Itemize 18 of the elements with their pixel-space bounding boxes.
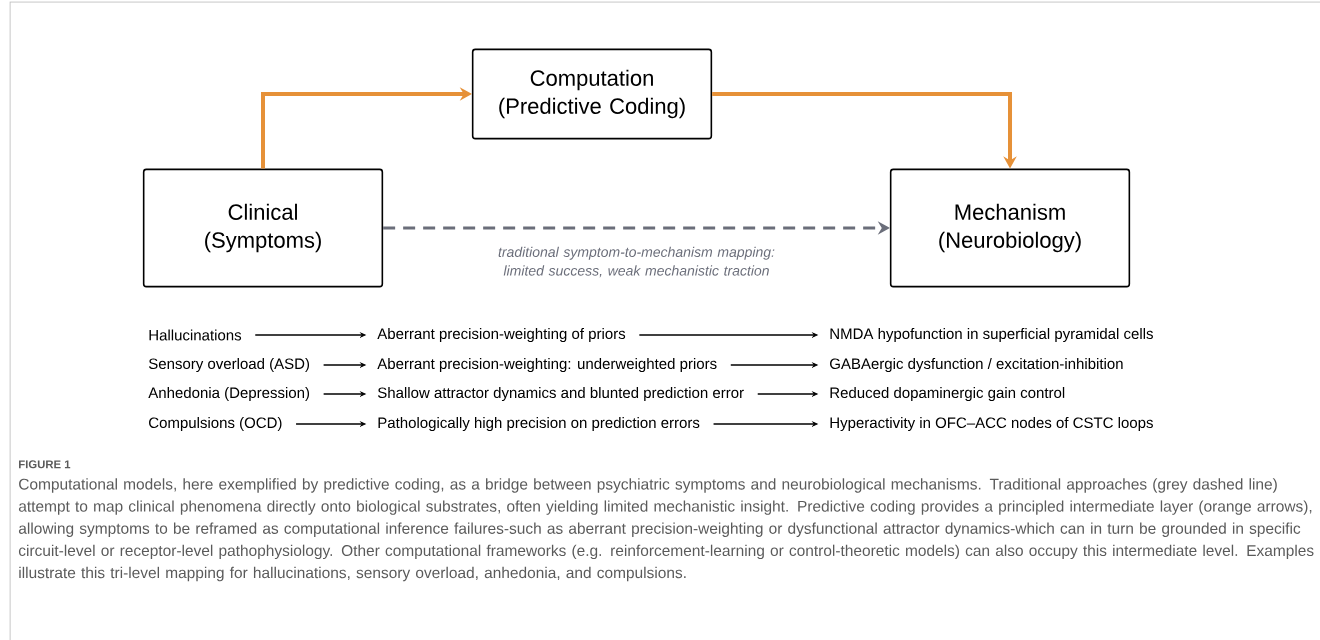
edge-label: traditional symptom-to-mechanism mapping: limited success, weak mechanistic traction xyxy=(498,246,775,278)
row-text: Shallow attractor dynamics and blunted prediction error xyxy=(377,387,744,401)
row-text: Sensory overload (ASD) xyxy=(148,358,310,372)
row-text: Compulsions (OCD) xyxy=(149,417,282,431)
box: Clinical (Symptoms) xyxy=(142,168,384,288)
box: Computation (Predictive Coding) xyxy=(471,48,713,140)
row-text: NMDA hypofunction in superficial pyramidal cells xyxy=(830,328,1153,342)
row-text: Hyperactivity in OFC–ACC nodes of CSTC loops xyxy=(830,417,1153,431)
row-text: Aberrant precision-weighting of priors xyxy=(377,328,626,342)
row-text: Anhedonia (Depression) xyxy=(148,387,310,401)
figure-label: FIGURE 1 xyxy=(19,460,71,469)
row-text: Aberrant precision-weighting: underweighted priors xyxy=(377,358,717,372)
caption: Computational models, here exemplified by predictive coding, as a bridge between psychiatric symptoms and neurobiological mechanisms. Traditional approaches (grey dashed line) attempt to map clinical phenomena directly onto biological substrates, often yielding limited mechanistic insight. Predictive coding provides a principled intermediate layer (orange arrows), allowing symptoms to be reframed as computational inference failures-such as aberrant precision-weighting or dysfunctional attractor dynamics-which can in turn be grounded in specific circuit-level or receptor-level pathophysiology. Other computational frameworks (e.g. reinforcement-learning or control-theoretic models) can also occupy this intermediate level. Examples illustrate this tri-level mapping for hallucinations, sensory overload, anhedonia, and compulsions. xyxy=(18,478,1314,582)
box: Mechanism (Neurobiology) xyxy=(889,168,1131,288)
row-text: Reduced dopaminergic gain control xyxy=(830,387,1065,401)
row-text: Hallucinations xyxy=(149,329,242,341)
row-text: GABAergic dysfunction / excitation-inhibition xyxy=(830,358,1123,372)
row-text: Pathologically high precision on prediction errors xyxy=(378,417,700,431)
